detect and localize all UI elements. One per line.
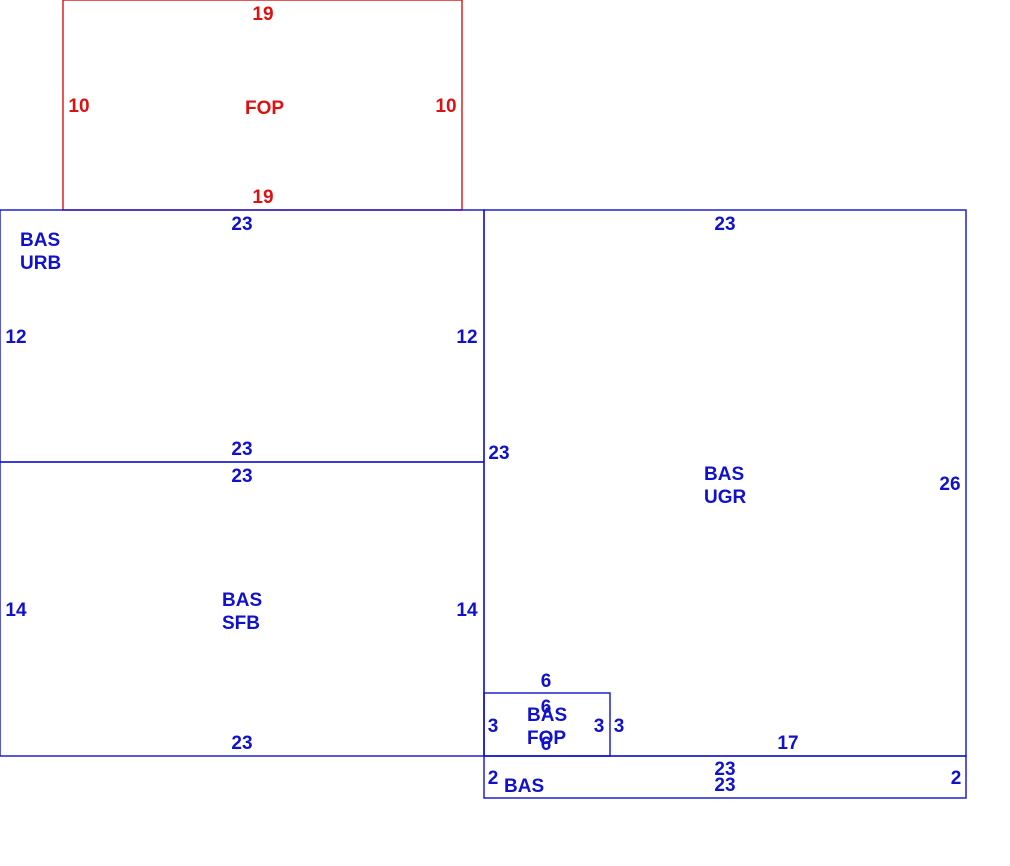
area-urb-dim-right: 12 bbox=[456, 327, 477, 348]
area-urb-dim-top: 23 bbox=[231, 214, 252, 235]
area-ugr-dim-top: 23 bbox=[714, 214, 735, 235]
area-ugr-dim-right: 26 bbox=[939, 474, 960, 495]
area-fop-small-name-line1: BAS bbox=[527, 705, 567, 726]
area-ugr-name-line1: BAS bbox=[704, 464, 744, 485]
area-bas-strip-name: BAS bbox=[504, 776, 544, 797]
area-fop-small-name-line2: FOP bbox=[527, 728, 566, 749]
area-sfb-dim-left: 14 bbox=[5, 600, 27, 621]
area-fop-small-dim-right-inner: 3 bbox=[594, 716, 605, 737]
area-sfb-name-line2: SFB bbox=[222, 613, 260, 634]
area-fop-top-name: FOP bbox=[245, 98, 284, 119]
area-bas-strip-dim-left: 2 bbox=[488, 768, 499, 789]
area-ugr-dim-bottom: 17 bbox=[777, 733, 798, 754]
area-fop-small-dim-right-outer: 3 bbox=[614, 716, 625, 737]
area-fop-small: BAS FOP 6 6 3 3 3 6 bbox=[483, 671, 625, 757]
area-ugr: BAS UGR 23 23 26 17 bbox=[483, 209, 967, 757]
area-sfb-name-line1: BAS bbox=[222, 590, 262, 611]
area-fop-small-dim-bottom: 6 bbox=[541, 734, 552, 755]
area-urb-dim-left: 12 bbox=[5, 327, 26, 348]
area-sfb-dim-top: 23 bbox=[231, 466, 252, 487]
area-urb-name-line2: URB bbox=[20, 253, 61, 274]
area-urb-name-line1: BAS bbox=[20, 230, 60, 251]
area-ugr-dim-left: 23 bbox=[488, 443, 509, 464]
area-bas-strip-dim-top: 23 bbox=[714, 759, 735, 780]
area-fop-top: FOP 19 10 10 19 bbox=[62, 0, 463, 211]
area-fop-small-dim-top-outer: 6 bbox=[541, 671, 552, 692]
area-sfb-dim-bottom: 23 bbox=[231, 733, 252, 754]
area-bas-strip-dim-bottom: 23 bbox=[714, 775, 735, 796]
area-ugr-name-line2: UGR bbox=[704, 487, 747, 508]
area-fop-top-dim-bottom: 19 bbox=[252, 187, 273, 208]
area-bas-strip-outline bbox=[483, 755, 967, 799]
area-fop-top-dim-right: 10 bbox=[435, 96, 456, 117]
area-fop-top-dim-top: 19 bbox=[252, 4, 273, 25]
area-urb-dim-bottom: 23 bbox=[231, 439, 252, 460]
area-urb: BAS URB 23 12 12 23 bbox=[0, 209, 485, 463]
area-fop-small-dim-top-inner: 6 bbox=[541, 697, 552, 718]
area-sfb-dim-right: 14 bbox=[456, 600, 478, 621]
area-urb-outline bbox=[0, 209, 485, 463]
area-fop-top-dim-left: 10 bbox=[68, 96, 89, 117]
area-bas-strip-dim-right: 2 bbox=[951, 768, 962, 789]
area-sfb: BAS SFB 23 14 14 23 bbox=[0, 461, 485, 757]
area-fop-small-dim-left: 3 bbox=[488, 716, 499, 737]
area-bas-strip: BAS 23 2 2 23 bbox=[483, 755, 967, 799]
